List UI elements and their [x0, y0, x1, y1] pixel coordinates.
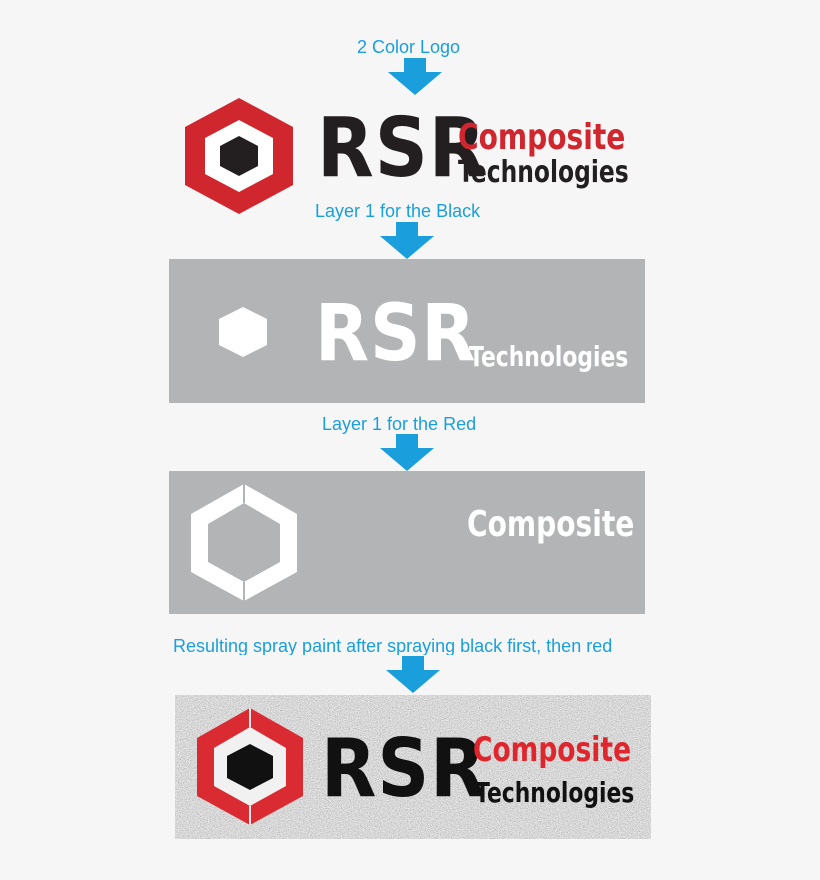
- hexagon-emblem-icon: [185, 98, 293, 214]
- stencil-technologies-text: Technologies: [469, 340, 629, 373]
- sprayed-rsr-text: RSR: [321, 722, 487, 815]
- sprayed-technologies-text: Technologies: [475, 776, 635, 809]
- down-arrow-icon: [388, 58, 442, 95]
- hexagon-cutout-icon: [219, 307, 267, 357]
- hexagon-ring-cutout-icon: [191, 484, 297, 601]
- down-arrow-icon: [386, 656, 440, 693]
- caption-two-color-logo: 2 Color Logo: [357, 37, 461, 57]
- red-layer-stencil: Composite: [169, 471, 645, 614]
- sprayed-hexagon-emblem-icon: [197, 708, 303, 825]
- logo-composite-text: Composite: [458, 117, 626, 158]
- spray-paint-result: RSR Composite Technologies: [175, 695, 651, 839]
- caption-red-layer: Layer 1 for the Red: [322, 414, 477, 434]
- logo-technologies-text: Technologies: [458, 155, 629, 190]
- stencil-rsr-text: RSR: [315, 289, 477, 379]
- stencil-composite-text: Composite: [467, 504, 635, 545]
- logo-rsr-text: RSR: [317, 101, 487, 196]
- down-arrow-icon: [380, 434, 434, 471]
- sprayed-composite-text: Composite: [473, 730, 632, 770]
- caption-result: Resulting spray paint after spraying bla…: [173, 637, 613, 655]
- caption-black-layer: Layer 1 for the Black: [315, 201, 481, 221]
- down-arrow-icon: [380, 222, 434, 259]
- black-layer-stencil: RSR Technologies: [169, 259, 645, 403]
